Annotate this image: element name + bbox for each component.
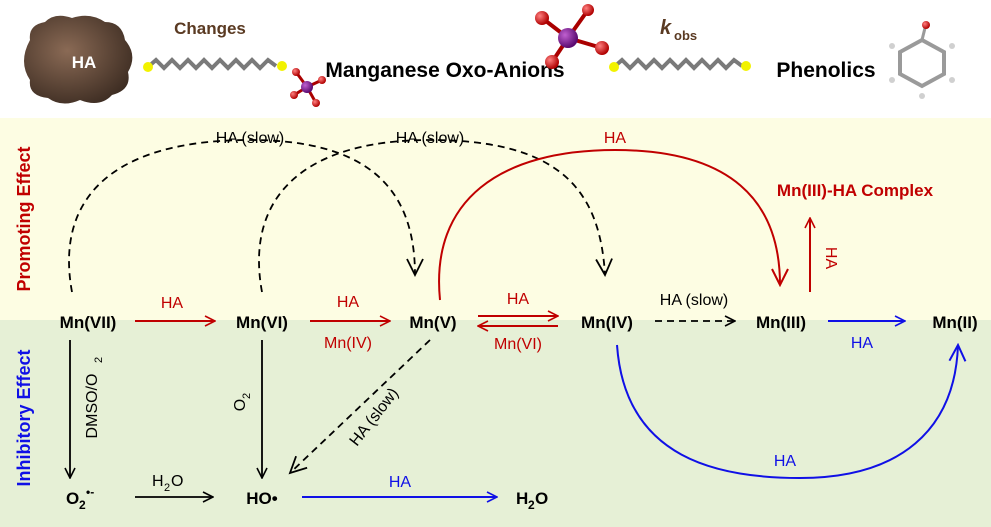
svg-text:2: 2 [241, 393, 253, 399]
node-mn7: Mn(VII) [60, 313, 117, 332]
zigzag-chain-icon-right [609, 57, 751, 72]
node-mn2: Mn(II) [932, 313, 977, 332]
label-mn6-mn5-ha: HA [337, 294, 360, 311]
kobs-k: k [660, 17, 672, 39]
arc-mn4-to-mn2 [616, 345, 958, 480]
label-dmso-o2: DMSO/O 2 [84, 357, 105, 439]
permanganate-molecule-icon-small [290, 68, 326, 107]
humic-acid-blob-icon [24, 15, 133, 104]
label-superoxide-ho-h2o: H 2 O [152, 473, 183, 494]
label-mn7-mn6-ha: HA [161, 295, 184, 312]
label-mn3-mn2-ha: HA [851, 335, 874, 352]
node-hydroxyl-radical: HO• [246, 489, 278, 508]
svg-text:O: O [66, 489, 79, 508]
svg-text:O: O [171, 473, 183, 490]
label-mn4-mn5-mn6: Mn(VI) [494, 336, 542, 353]
label-red-arc-ha: HA [604, 130, 627, 147]
zigzag-chain-icon [143, 57, 287, 72]
label-arc1-ha-slow: HA (slow) [216, 130, 284, 147]
inhibitory-effect-label: Inhibitory Effect [14, 349, 34, 486]
svg-text:O: O [232, 399, 249, 411]
arc-mn5-to-mn3 [438, 148, 780, 301]
changes-label: Changes [174, 19, 246, 38]
kobs-subscript: obs [674, 28, 697, 43]
manganese-oxo-anions-label: Manganese Oxo-Anions [325, 59, 564, 82]
promoting-effect-label: Promoting Effect [14, 146, 34, 291]
label-ho-water-ha: HA [389, 474, 412, 491]
svg-text:DMSO/O: DMSO/O [84, 374, 101, 439]
node-water: H 2 O [516, 489, 548, 512]
label-mn6-mn5-mn4: Mn(IV) [324, 335, 372, 352]
arc-mn7-to-mn5 [68, 139, 415, 293]
phenol-molecule-icon [889, 21, 955, 99]
label-mn4-mn3-ha-slow: HA (slow) [660, 292, 728, 309]
label-arc2-ha-slow: HA (slow) [396, 130, 464, 147]
node-mn6: Mn(VI) [236, 313, 288, 332]
node-mn5: Mn(V) [409, 313, 456, 332]
svg-text:2: 2 [93, 357, 105, 363]
ha-blob-label: HA [72, 53, 97, 72]
node-mn3: Mn(III) [756, 313, 806, 332]
arc-mn6-to-mn4 [258, 139, 605, 293]
svg-text:2: 2 [164, 482, 170, 494]
node-mn3-ha-complex: Mn(III)-HA Complex [777, 181, 934, 200]
svg-text:O: O [535, 489, 548, 508]
svg-text:2: 2 [528, 498, 535, 512]
node-mn4: Mn(IV) [581, 313, 633, 332]
label-o2: O 2 [232, 393, 253, 411]
label-mn4-mn2-ha: HA [774, 453, 797, 470]
permanganate-molecule-icon [535, 4, 609, 69]
node-superoxide: O 2 •- [66, 485, 94, 512]
svg-text:H: H [152, 473, 164, 490]
promoting-region [0, 118, 991, 320]
label-mn5-mn4-ha: HA [507, 291, 530, 308]
arrow-mn5-to-hydroxyl [290, 339, 431, 473]
phenolics-label: Phenolics [776, 59, 875, 82]
svg-text:•-: •- [86, 485, 94, 499]
svg-text:2: 2 [79, 498, 86, 512]
label-mn3-complex-ha: HA [822, 247, 839, 270]
svg-text:H: H [516, 489, 528, 508]
